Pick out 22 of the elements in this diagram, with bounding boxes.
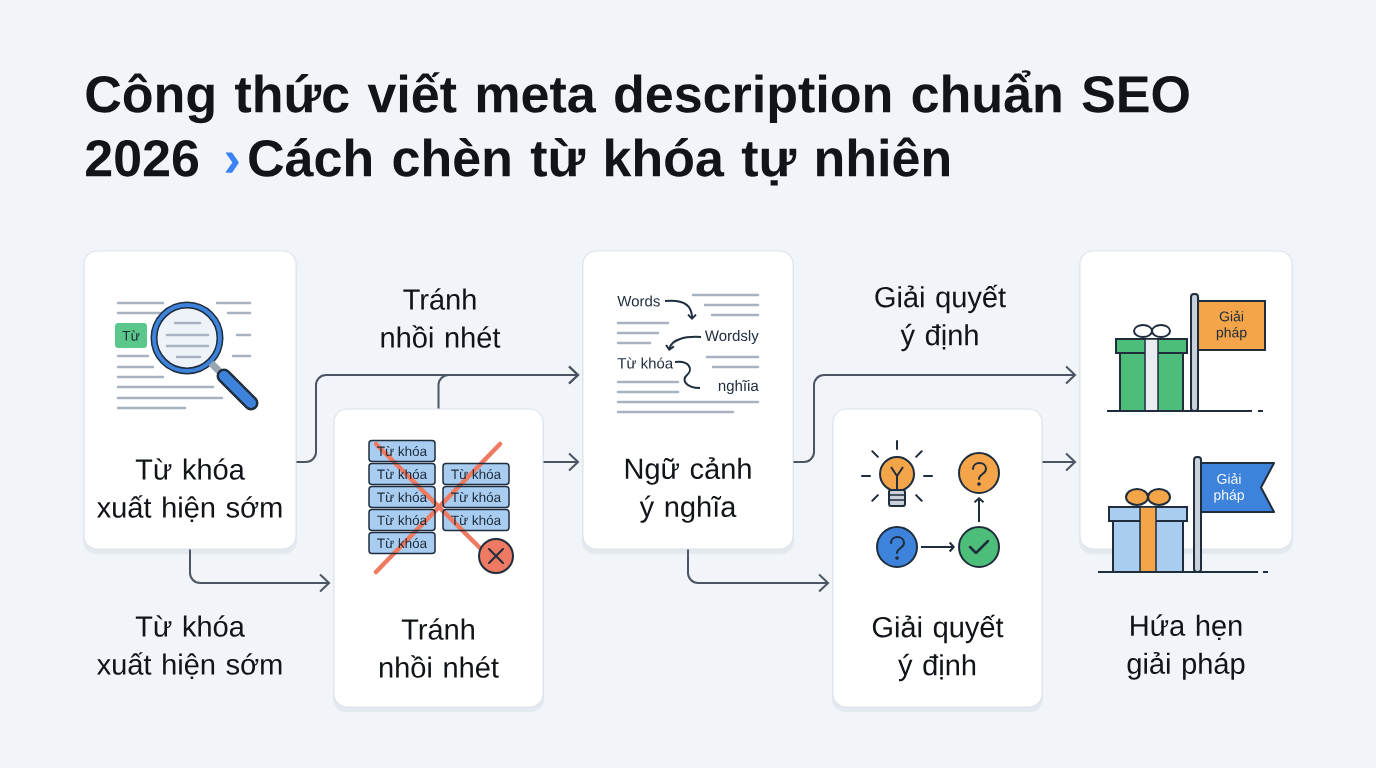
flag-label: Giải pháp: [1214, 473, 1244, 503]
arrow: [792, 365, 1077, 463]
arrow: [189, 548, 331, 593]
keyword-tag: Từ khóa: [368, 485, 436, 509]
flag-label: Giải pháp: [1216, 310, 1247, 341]
word-label: Từ khóa: [617, 357, 674, 369]
arrow: [542, 452, 580, 472]
word-label: nghĩia: [718, 380, 759, 394]
keyword-tag: Từ khóa: [442, 485, 510, 509]
keyword-tag: Từ khóa: [442, 462, 510, 486]
title: Công thức viết meta description chuẩn SEO 2026 › Cách chèn từ khóa tự nhiên: [86, 70, 1189, 186]
card: Giải quyết ý định: [832, 408, 1043, 712]
step-title: Hứa hẹn giải pháp: [1127, 614, 1245, 680]
word-label: Words: [617, 295, 660, 307]
arrow: [687, 548, 830, 593]
step-caption: Tránh nhồi nhét: [381, 288, 501, 348]
word-label: Wordsly: [704, 330, 759, 344]
step-caption: Từ khóa xuất hiện sớm: [97, 615, 282, 679]
arrow: [437, 365, 580, 410]
step-caption: Giải quyết ý định: [875, 284, 1006, 352]
keyword-tag: Từ: [115, 323, 147, 348]
arrow: [1041, 452, 1077, 472]
